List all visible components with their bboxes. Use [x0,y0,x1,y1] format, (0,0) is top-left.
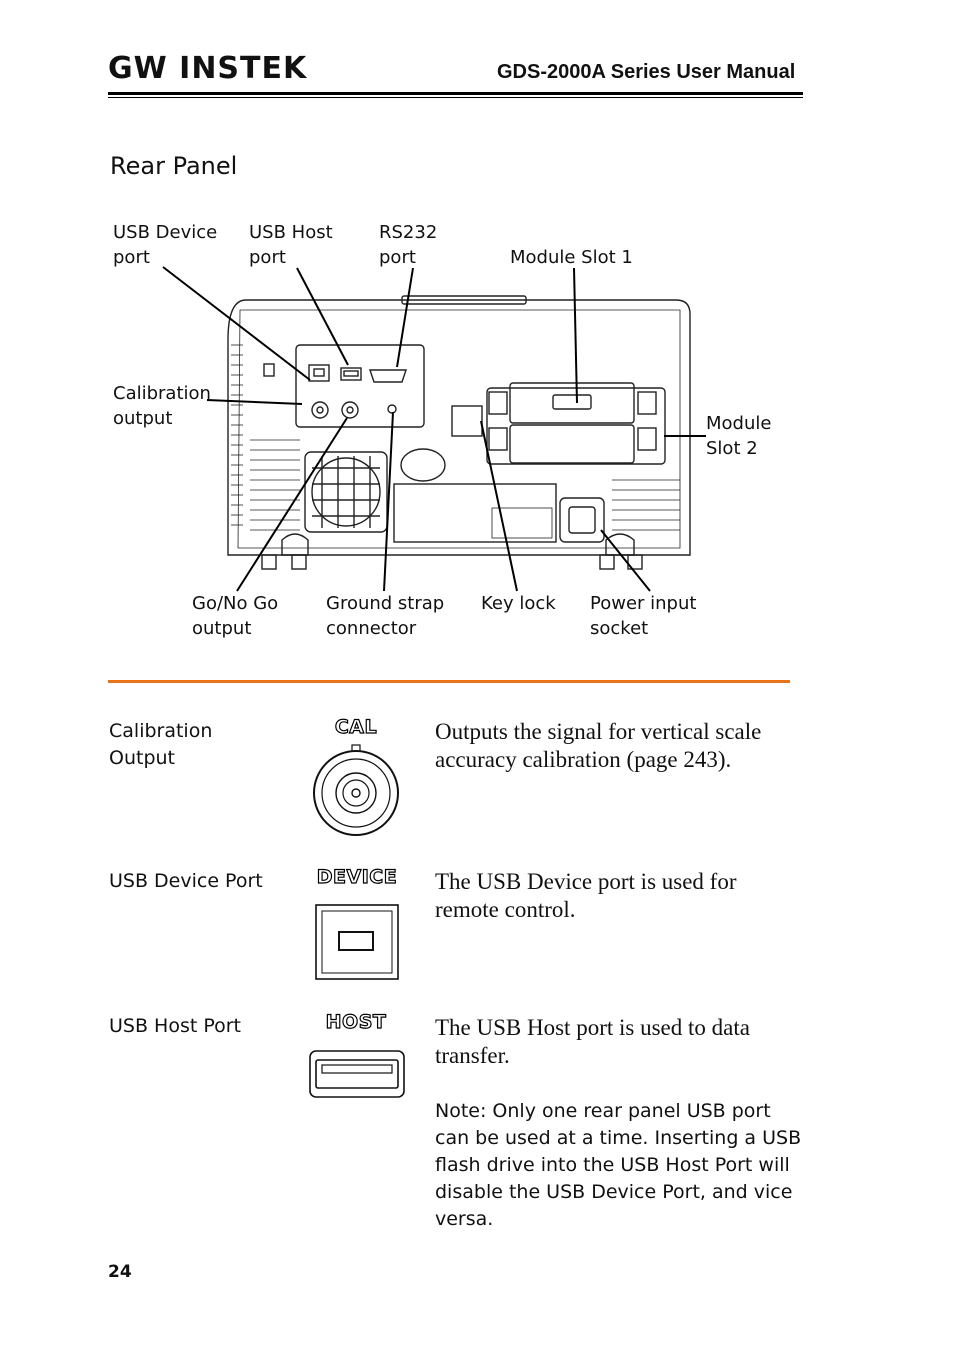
row-desc-calibration: Outputs the signal for vertical scale ac… [435,719,762,772]
row-label-usb-device: USB Device Port [109,870,263,892]
section-divider [108,680,790,683]
callout-ground-strap: Ground strap connector [326,593,445,639]
row-label-usb-host: USB Host Port [109,1015,242,1037]
callout-module-slot-2: Module Slot 2 [706,413,772,459]
usb-b-port-icon [315,904,399,980]
device-icon-caption: DEVICE [316,865,398,888]
host-icon-caption: HOST [325,1010,387,1033]
callout-calibration: Calibration output [113,383,211,429]
header-rule-thin [108,97,803,98]
callout-rs232: RS232 port [379,222,438,268]
header-rule [108,92,803,95]
manual-title: GDS-2000A Series User Manual [497,61,796,83]
row-label-calibration: Calibration Output [109,720,213,769]
callout-go-no-go: Go/No Go output [192,593,279,639]
bnc-connector-icon [313,744,399,836]
row-desc-usb-host: The USB Host port is used to data transf… [435,1015,750,1068]
callout-usb-device: USB Device port [113,222,218,268]
usb-a-port-icon [309,1050,405,1098]
section-title: Rear Panel [110,152,238,180]
cal-icon-caption: CAL [334,715,378,738]
callout-module-slot-1: Module Slot 1 [510,247,633,268]
callout-power-input: Power input socket [590,593,697,639]
callout-usb-host: USB Host port [249,222,333,268]
usb-note: Note: Only one rear panel USB port can b… [435,1100,802,1230]
row-desc-usb-device: The USB Device port is used for remote c… [435,869,737,922]
callout-key-lock: Key lock [481,593,556,614]
page-number: 24 [108,1262,132,1282]
rear-panel-diagram [162,266,706,592]
brand-logo: GW INSTEK [108,51,308,86]
